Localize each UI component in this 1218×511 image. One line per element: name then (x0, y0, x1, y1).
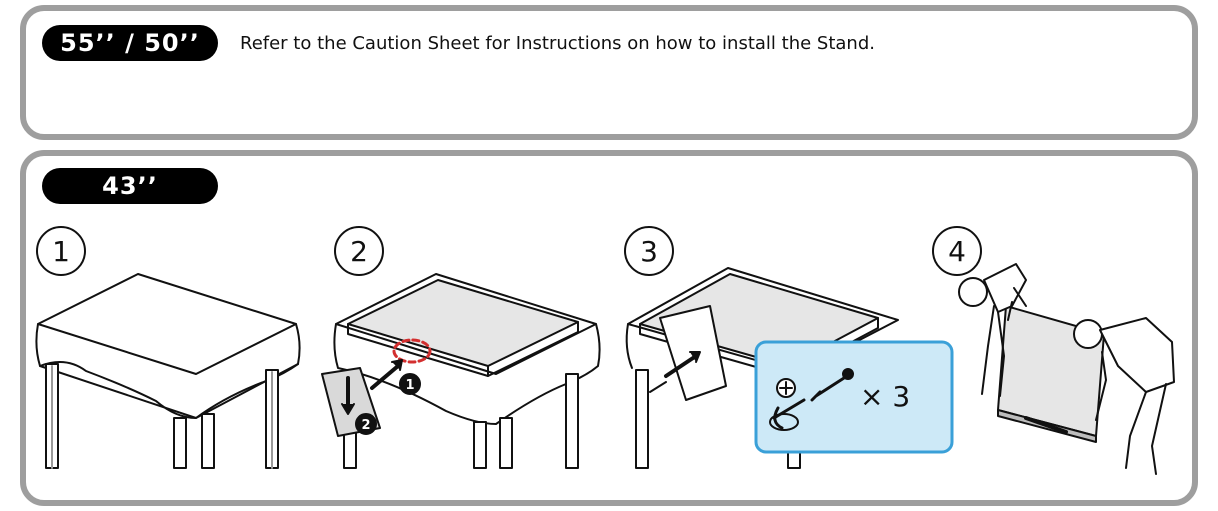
marker-1-badge (399, 373, 421, 395)
table-with-cloth-illustration (35, 273, 301, 469)
marker-2-text: 2 (361, 418, 370, 433)
step-3-number: 3 (624, 226, 674, 276)
marker-2-badge (355, 413, 377, 435)
tv-face-down-illustration: 1 2 (321, 273, 601, 469)
screw-count: × 3 (860, 380, 910, 413)
screw-detail-box (754, 340, 954, 454)
people-lifting-tv-illustration (958, 263, 1175, 475)
bottom-panel: 43’’ 1 2 3 4 (20, 150, 1198, 506)
step-4-number: 4 (932, 226, 982, 276)
size-label-43: 43’’ (42, 168, 218, 204)
step-1-number: 1 (36, 226, 86, 276)
attachment-point-marker (392, 338, 432, 364)
size-label-55-50: 55’’ / 50’’ (42, 25, 218, 61)
top-panel: 55’’ / 50’’ Refer to the Caution Sheet f… (20, 5, 1198, 140)
assembly-illustrations: 1 2 × 3 (35, 263, 1175, 475)
step-2-number: 2 (334, 226, 384, 276)
marker-1-text: 1 (405, 378, 414, 393)
instruction-text: Refer to the Caution Sheet for Instructi… (240, 33, 875, 54)
screw-stand-illustration: × 3 (625, 267, 954, 469)
